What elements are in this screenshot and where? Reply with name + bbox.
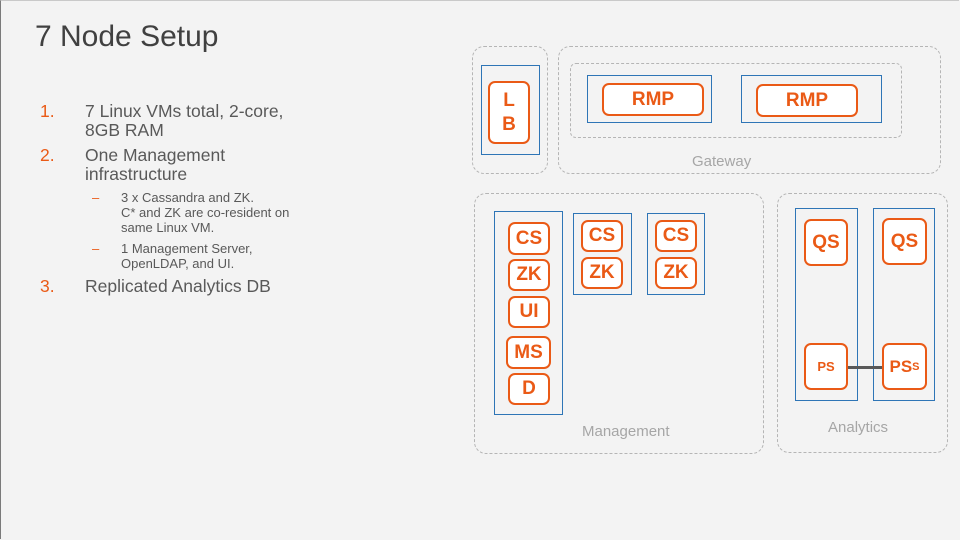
subbullet-text: 1 Management Server, <box>121 241 253 256</box>
gateway-inner-group <box>570 63 902 138</box>
bullet-item-1: 1. 7 Linux VMs total, 2-core, 8GB RAM <box>40 102 340 140</box>
bullet-text: One Management <box>85 145 226 165</box>
bullet-text: Replicated Analytics DB <box>85 276 271 296</box>
bullet-number: 1. <box>40 101 55 121</box>
bullet-text: 8GB RAM <box>85 120 164 140</box>
lb-service: L B <box>488 81 530 144</box>
zk-service-1: ZK <box>508 259 550 291</box>
management-zone-label: Management <box>582 423 670 440</box>
analytics-zone-label: Analytics <box>828 419 889 436</box>
management-vm-1 <box>494 211 563 415</box>
analytics-zone <box>777 193 948 453</box>
slide-title: 7 Node Setup <box>35 20 219 53</box>
subbullet-text: OpenLDAP, and UI. <box>121 256 235 271</box>
bullet-number: 3. <box>40 276 55 296</box>
gateway-zone <box>558 46 941 174</box>
analytics-vm-2 <box>873 208 935 401</box>
management-vm-3 <box>647 213 705 295</box>
subbullet-text: 3 x Cassandra and ZK. <box>121 190 254 205</box>
lb-label-line1: L <box>503 89 515 111</box>
zk-service-3: ZK <box>655 257 697 289</box>
rmp-vm-2 <box>741 75 882 123</box>
subbullet-dash: – <box>92 241 100 256</box>
ms-service: MS <box>506 336 551 369</box>
bullet-number: 2. <box>40 145 55 165</box>
gateway-zone-label: Gateway <box>692 153 752 170</box>
zk-service-2: ZK <box>581 257 623 289</box>
cs-service-3: CS <box>655 220 697 252</box>
subbullet-item-1: – 3 x Cassandra and ZK. C* and ZK are co… <box>40 190 340 235</box>
subbullet-text: C* and ZK are co-resident on <box>121 205 290 220</box>
qs-service-1: QS <box>804 219 848 266</box>
qs-service-2: QS <box>882 218 927 265</box>
cs-service-2: CS <box>581 220 623 252</box>
bullet-list: 1. 7 Linux VMs total, 2-core, 8GB RAM 2.… <box>40 102 340 302</box>
analytics-vm-1 <box>795 208 858 401</box>
lb-label-line2: B <box>502 113 516 135</box>
management-vm-2 <box>573 213 632 295</box>
ps-service-1: PS <box>804 343 848 390</box>
ps-label: PS <box>889 356 913 376</box>
lb-zone <box>472 46 548 174</box>
cs-service-1: CS <box>508 222 550 255</box>
subbullet-item-2: – 1 Management Server, OpenLDAP, and UI. <box>40 241 340 271</box>
subbullet-dash: – <box>92 190 100 205</box>
rmp-service-2: RMP <box>756 84 858 117</box>
bullet-item-3: 3. Replicated Analytics DB <box>40 277 340 296</box>
d-service: D <box>508 373 550 405</box>
replication-connector <box>848 366 882 369</box>
ps-subscript: S <box>912 360 920 373</box>
subbullet-text: same Linux VM. <box>121 220 215 235</box>
rmp-service-1: RMP <box>602 83 704 116</box>
bullet-item-2: 2. One Management infrastructure <box>40 146 340 184</box>
bullet-text: infrastructure <box>85 164 188 184</box>
ui-service: UI <box>508 296 550 328</box>
lb-vm <box>481 65 540 155</box>
rmp-vm-1 <box>587 75 712 123</box>
bullet-text: 7 Linux VMs total, 2-core, <box>85 101 284 121</box>
management-zone <box>474 193 764 454</box>
